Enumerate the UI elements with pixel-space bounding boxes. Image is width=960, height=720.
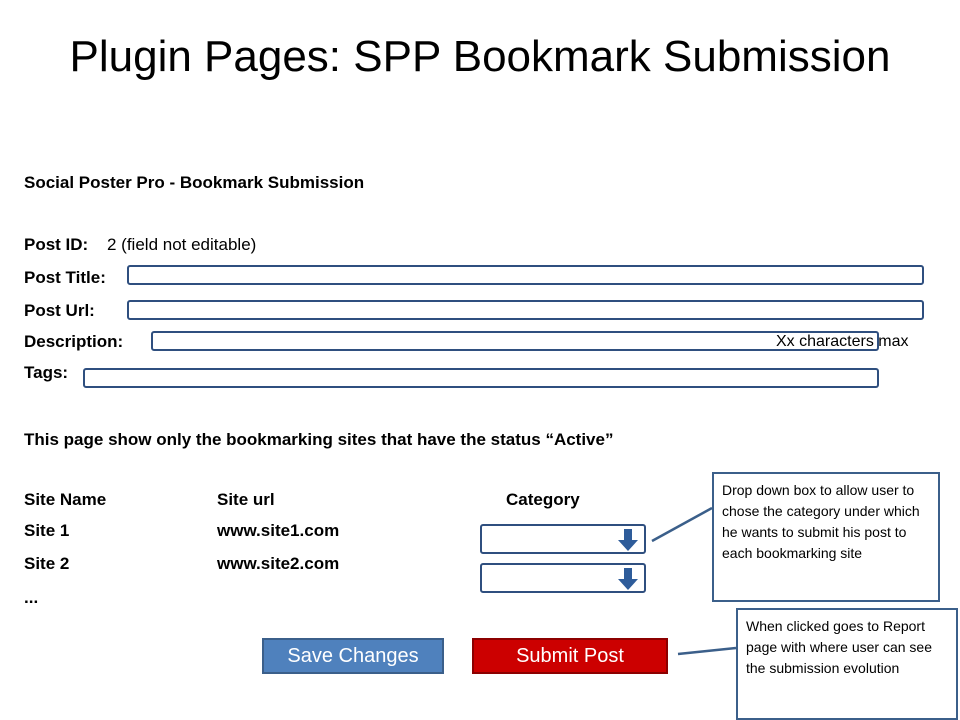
site-1-name: Site 1 xyxy=(24,521,70,540)
submit-callout: When clicked goes to Report page with wh… xyxy=(736,608,958,720)
post-url-input[interactable] xyxy=(127,300,924,320)
active-sites-info: This page show only the bookmarking site… xyxy=(24,430,614,449)
site-2-url: www.site2.com xyxy=(217,554,340,573)
dropdown-callout: Drop down box to allow user to chose the… xyxy=(712,472,940,602)
post-title-label: Post Title: xyxy=(24,268,106,287)
col-header-category: Category xyxy=(506,490,580,509)
submit-callout-line xyxy=(677,646,737,656)
site-2-category-dropdown[interactable] xyxy=(480,563,646,593)
description-input[interactable] xyxy=(151,331,879,351)
dropdown-callout-line xyxy=(651,506,713,543)
slide-title: Plugin Pages: SPP Bookmark Submission xyxy=(69,32,891,81)
save-changes-button[interactable]: Save Changes xyxy=(262,638,444,674)
col-header-site-name: Site Name xyxy=(24,490,107,509)
site-1-category-dropdown[interactable] xyxy=(480,524,646,554)
description-label: Description: xyxy=(24,332,124,351)
tags-label: Tags: xyxy=(24,363,69,382)
form-heading: Social Poster Pro - Bookmark Submission xyxy=(24,173,365,192)
description-char-limit: Xx characters max xyxy=(776,333,909,350)
post-url-label: Post Url: xyxy=(24,301,95,320)
col-header-site-url: Site url xyxy=(217,490,275,509)
tags-input[interactable] xyxy=(83,368,879,388)
submit-post-button[interactable]: Submit Post xyxy=(472,638,668,674)
post-id-value: 2 (field not editable) xyxy=(107,235,257,254)
arrow-down-icon xyxy=(618,529,638,551)
site-2-name: Site 2 xyxy=(24,554,70,573)
more-sites-ellipsis: ... xyxy=(24,588,39,607)
post-title-input[interactable] xyxy=(127,265,924,285)
site-1-url: www.site1.com xyxy=(217,521,340,540)
arrow-down-icon xyxy=(618,568,638,590)
post-id-label: Post ID: xyxy=(24,235,89,254)
